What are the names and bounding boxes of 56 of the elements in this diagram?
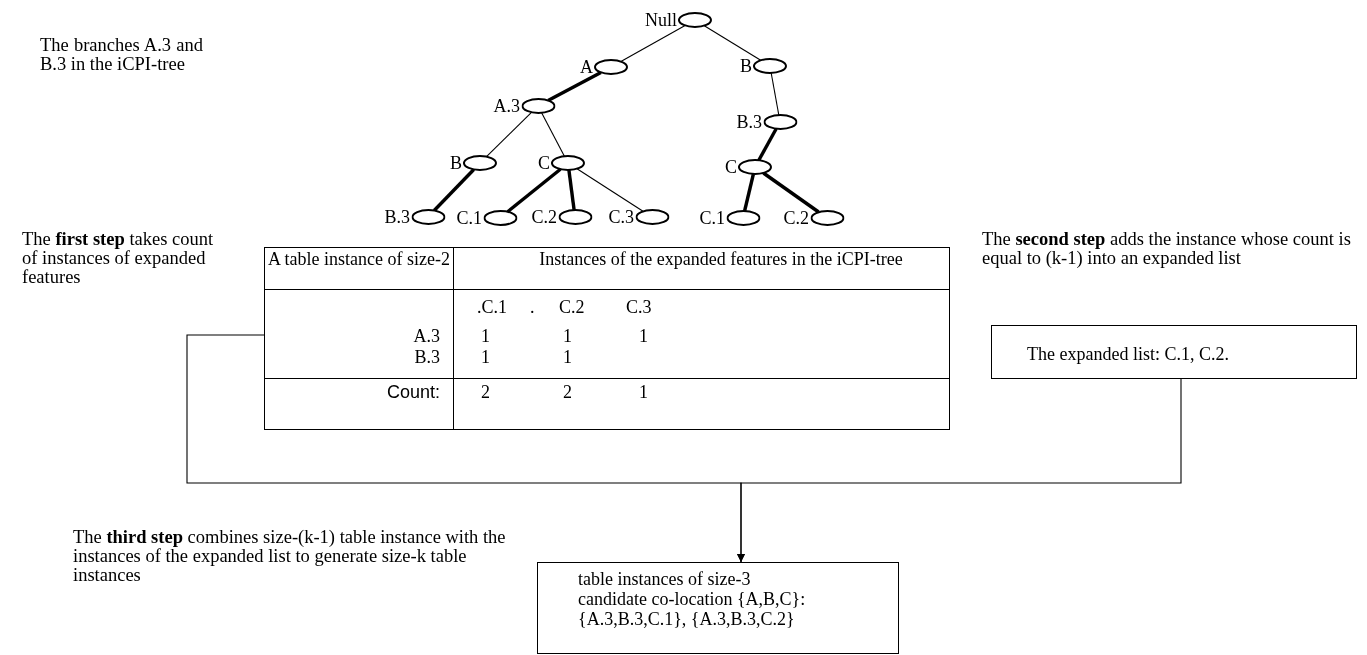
node-label: C bbox=[725, 158, 737, 176]
count-table bbox=[264, 247, 950, 430]
step-note: The second step adds the instance whose count is equal to (k-1) into an expanded list bbox=[982, 230, 1352, 268]
table-cell-text: .C.1 bbox=[477, 298, 508, 317]
node-label: A bbox=[580, 58, 593, 76]
node-label: C.1 bbox=[699, 209, 725, 227]
table-cell-text: 1 bbox=[563, 327, 573, 346]
table-cell-text: A.3 bbox=[412, 327, 440, 346]
table-cell-text: 1 bbox=[639, 327, 649, 346]
tree-branch-line bbox=[547, 70, 602, 103]
tree-branch-line bbox=[757, 127, 778, 162]
node-label: C.1 bbox=[456, 209, 482, 227]
tree-branch-line bbox=[506, 167, 562, 214]
tree-branch-line bbox=[567, 169, 576, 211]
tree-branch-line bbox=[541, 112, 565, 157]
table-cell-text: . bbox=[530, 298, 536, 317]
table-cell-text: Instances of the expanded features in the iCPI-tree bbox=[538, 250, 904, 269]
table-cell-text: 2 bbox=[481, 383, 491, 402]
node-label: B.3 bbox=[384, 208, 410, 226]
table-cell-text: 2 bbox=[563, 383, 573, 402]
step-note: The third step combines size-(k-1) table instance with the instances of the expanded list to generate size-k table instances bbox=[73, 528, 507, 585]
tree-branch-line bbox=[762, 171, 820, 214]
step-note: The branches A.3 and B.3 in the iCPI-tree bbox=[40, 36, 203, 74]
box-text: The expanded list: C.1, C.2. bbox=[1027, 344, 1230, 364]
tree-branch-line bbox=[576, 168, 644, 212]
table-cell-text: A table instance of size-2 bbox=[267, 250, 451, 269]
box-text: table instances of size-3 bbox=[578, 569, 752, 589]
node-label: C bbox=[538, 154, 550, 172]
text-box bbox=[991, 325, 1357, 379]
table-cell-text: 1 bbox=[481, 348, 491, 367]
tree-branch-line bbox=[620, 24, 686, 63]
tree-branch-line bbox=[485, 111, 533, 158]
table-cell-text: B.3 bbox=[413, 348, 440, 367]
tree-branch-line bbox=[703, 25, 762, 61]
step-note: The first step takes count of instances of expanded features bbox=[22, 230, 215, 287]
table-cell-text: C.2 bbox=[559, 298, 586, 317]
node-label: C.3 bbox=[608, 208, 634, 226]
node-label: Null bbox=[645, 11, 677, 29]
node-label: B bbox=[740, 57, 752, 75]
tree-branch-line bbox=[742, 173, 756, 212]
node-label: B.3 bbox=[736, 113, 762, 131]
box-text: {A.3,B.3,C.1}, {A.3,B.3,C.2} bbox=[578, 609, 796, 629]
box-text: candidate co-location {A,B,C}: bbox=[578, 589, 807, 609]
node-label: C.2 bbox=[783, 209, 809, 227]
table-cell-text: Count: bbox=[385, 383, 440, 402]
connector-arrow bbox=[737, 378, 1182, 563]
table-cell-text: 1 bbox=[481, 327, 491, 346]
tree-branch-line bbox=[770, 72, 780, 116]
text-box bbox=[537, 562, 899, 654]
node-label: B bbox=[450, 154, 462, 172]
table-cell-text: C.3 bbox=[626, 298, 653, 317]
tree-branch-line bbox=[432, 168, 476, 212]
table-cell-text: 1 bbox=[639, 383, 649, 402]
node-label: C.2 bbox=[531, 208, 557, 226]
table-cell-text: 1 bbox=[563, 348, 573, 367]
node-label: A.3 bbox=[493, 97, 520, 115]
